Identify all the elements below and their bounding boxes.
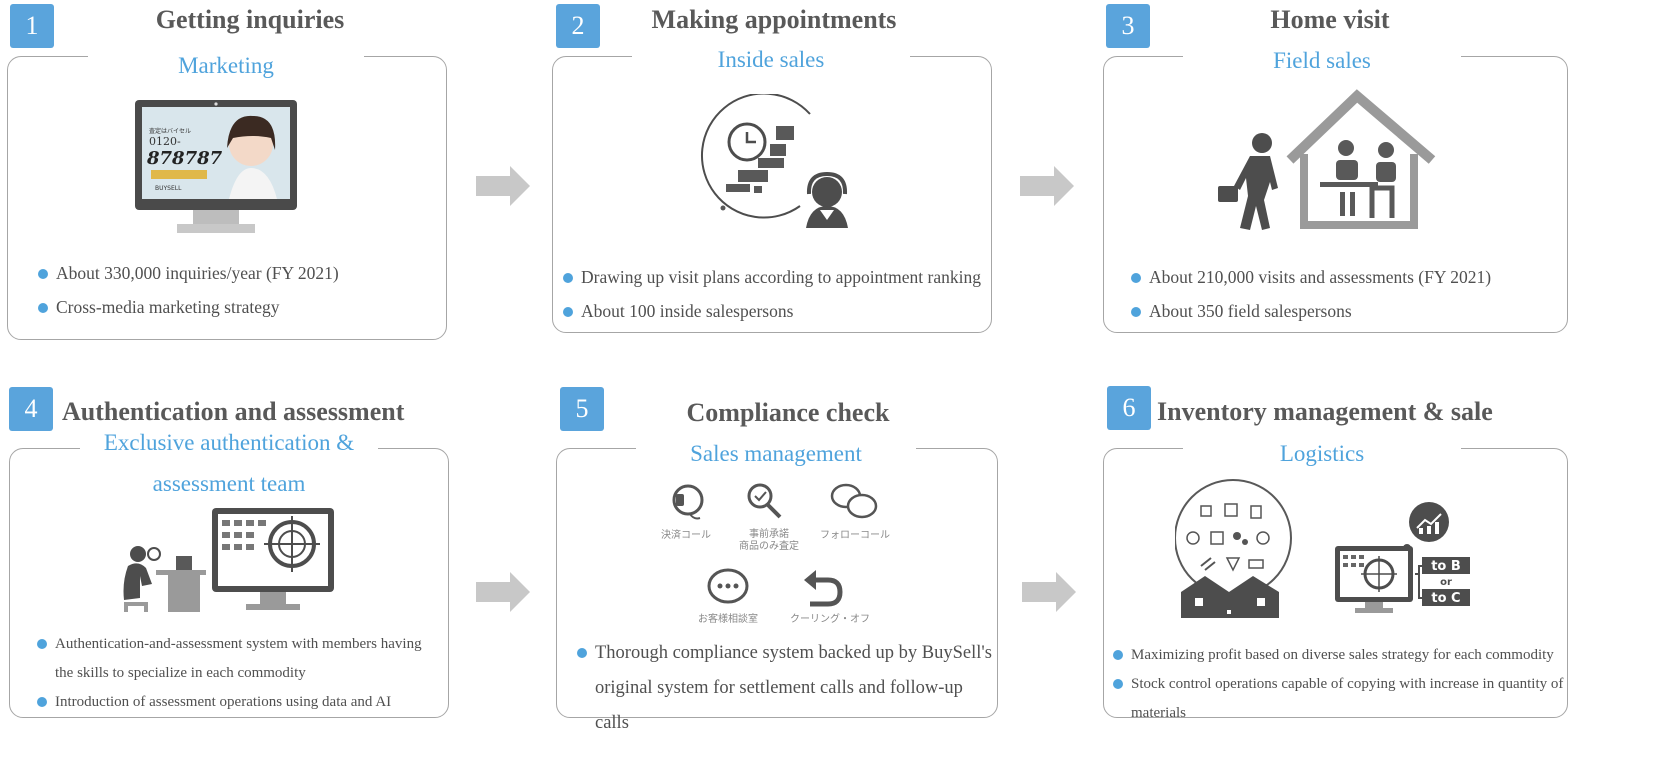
clock-map-headset-illustration bbox=[700, 94, 848, 228]
role-sales-management: Sales management bbox=[636, 432, 916, 476]
home-visit-illustration bbox=[1218, 89, 1436, 230]
chat-bubble-icon bbox=[707, 568, 749, 604]
assessor-monitor-illustration bbox=[123, 508, 334, 612]
card-field-sales bbox=[1103, 56, 1568, 333]
card-sales-management bbox=[556, 448, 998, 718]
bullet-item: Introduction of assessment operations us… bbox=[37, 688, 437, 717]
role-logistics: Logistics bbox=[1183, 432, 1461, 476]
undo-arrow-icon bbox=[804, 570, 843, 607]
arrow-right-icon bbox=[476, 572, 530, 612]
compliance-icons: 決済コール 事前承諾 商品のみ査定 フォローコール お客様相談室 クーリング・オ… bbox=[661, 483, 890, 625]
icon-label: お客様相談室 bbox=[698, 612, 758, 625]
monitor-illustration: 査定はバイセル 0120- 878787 BUYSELL bbox=[135, 100, 297, 233]
role-line: assessment team bbox=[152, 471, 306, 496]
screen-text-4: BUYSELL bbox=[155, 185, 182, 192]
arrow-right-icon bbox=[476, 166, 530, 206]
bullets-authentication: Authentication-and-assessment system wit… bbox=[37, 630, 437, 717]
icon-label: 商品のみ査定 bbox=[739, 539, 799, 552]
magnifier-check-icon bbox=[747, 483, 782, 519]
screen-text-1: 査定はバイセル bbox=[149, 127, 191, 135]
bullets-logistics: Maximizing profit based on diverse sales… bbox=[1113, 647, 1571, 728]
bullet-item: Cross-media marketing strategy bbox=[38, 297, 438, 318]
bullet-item: Drawing up visit plans according to appo… bbox=[563, 267, 993, 288]
screen-text-3: 878787 bbox=[146, 148, 223, 169]
step-title-getting-inquiries: Getting inquiries bbox=[155, 5, 345, 34]
role-line: Exclusive authentication & bbox=[103, 430, 355, 455]
bullets-marketing: About 330,000 inquiries/year (FY 2021) C… bbox=[38, 263, 438, 331]
icon-label: フォローコール bbox=[820, 530, 890, 541]
arrow-right-icon bbox=[1022, 572, 1076, 612]
warehouse-sales-illustration: to B or to C bbox=[1175, 479, 1470, 618]
role-authentication-team: Exclusive authentication & assessment te… bbox=[80, 422, 378, 504]
icon-label: 事前承諾 bbox=[749, 527, 789, 540]
bullet-item: Stock control operations capable of copy… bbox=[1113, 670, 1571, 728]
icon-label: 決済コール bbox=[661, 528, 711, 541]
role-inside-sales: Inside sales bbox=[632, 38, 910, 82]
bullet-item: About 100 inside salespersons bbox=[563, 301, 993, 322]
step-title-home-visit: Home visit bbox=[1270, 5, 1390, 34]
bullet-item: About 210,000 visits and assessments (FY… bbox=[1131, 267, 1561, 288]
label-to-c: to C bbox=[1431, 591, 1460, 606]
step-number-2: 2 bbox=[556, 4, 600, 48]
bullets-inside-sales: Drawing up visit plans according to appo… bbox=[563, 267, 993, 335]
step-number-5: 5 bbox=[560, 387, 604, 431]
label-or: or bbox=[1440, 577, 1452, 588]
step-title-making-appointments: Making appointments bbox=[651, 5, 897, 34]
bullets-compliance: Thorough compliance system backed up by … bbox=[577, 636, 992, 741]
role-field-sales: Field sales bbox=[1183, 39, 1461, 83]
step-number-4: 4 bbox=[9, 387, 53, 431]
speech-bubbles-icon bbox=[830, 483, 878, 519]
bullet-item: Authentication-and-assessment system wit… bbox=[37, 630, 437, 688]
bullets-field-sales: About 210,000 visits and assessments (FY… bbox=[1131, 267, 1561, 335]
step-title-compliance-check: Compliance check bbox=[686, 398, 890, 427]
screen-text-2: 0120- bbox=[149, 135, 181, 148]
role-marketing: Marketing bbox=[88, 44, 364, 88]
step-number-1: 1 bbox=[10, 4, 54, 48]
bullet-item: About 330,000 inquiries/year (FY 2021) bbox=[38, 263, 438, 284]
step-number-3: 3 bbox=[1106, 4, 1150, 48]
step-title-authentication-assessment: Authentication and assessment bbox=[62, 397, 405, 426]
step-number-6: 6 bbox=[1107, 386, 1151, 430]
arrow-right-icon bbox=[1020, 166, 1074, 206]
bullet-item: About 350 field salespersons bbox=[1131, 301, 1561, 322]
icon-label: クーリング・オフ bbox=[790, 612, 870, 625]
step-title-inventory-management: Inventory management & sale bbox=[1157, 397, 1493, 426]
headset-icon bbox=[672, 484, 704, 520]
bullet-item: Thorough compliance system backed up by … bbox=[577, 636, 992, 741]
bullet-item: Maximizing profit based on diverse sales… bbox=[1113, 641, 1571, 670]
label-to-b: to B bbox=[1431, 559, 1461, 574]
